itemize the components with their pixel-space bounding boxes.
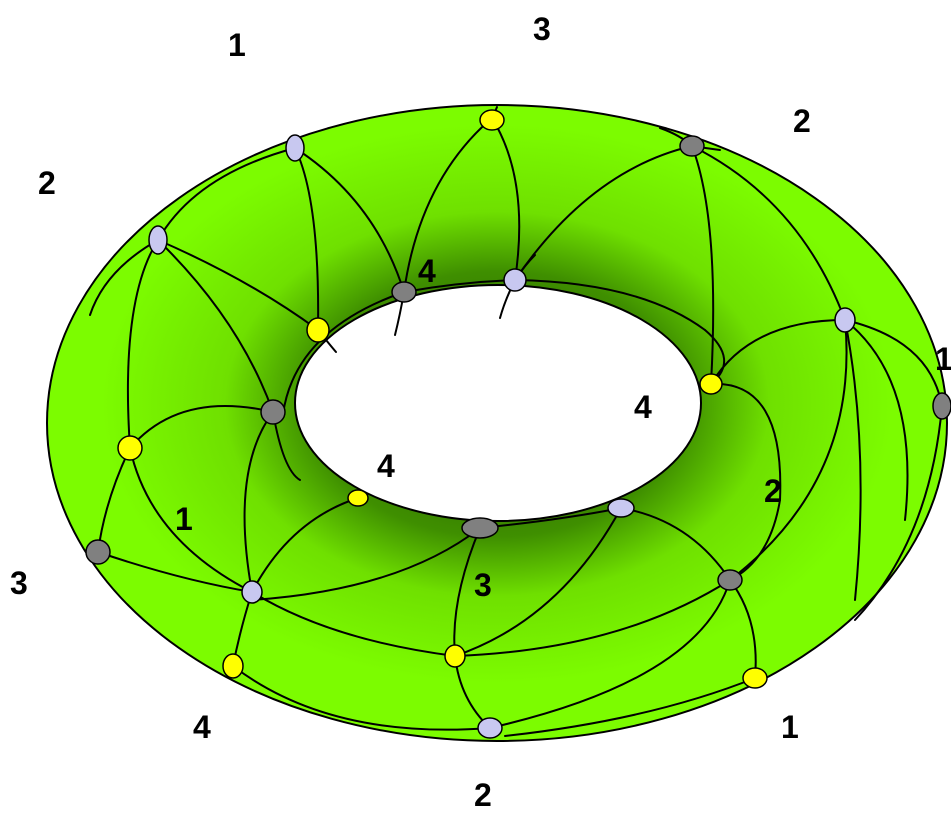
edge [491, 117, 521, 281]
label-outer-bottom-left: 4 [193, 709, 211, 745]
vertex-yellow [306, 317, 330, 343]
vertex-yellow [444, 644, 466, 668]
label-outer-left-upper: 2 [38, 165, 56, 201]
label-surface-left: 1 [175, 501, 193, 537]
edge [157, 239, 274, 413]
label-inner-right: 4 [634, 389, 652, 425]
vertex-yellow [222, 653, 244, 679]
label-outer-left-lower: 3 [10, 565, 28, 601]
region-labels: 1 3 2 2 1 3 4 1 2 4 4 4 1 2 3 [10, 11, 951, 813]
vertex-lavender [834, 307, 856, 333]
edge [691, 145, 715, 385]
edge [710, 382, 782, 501]
vertex-gray [391, 281, 417, 303]
vertex-gray [717, 569, 743, 591]
vertex-lavender [503, 268, 527, 292]
edge [251, 497, 359, 593]
edge [232, 665, 491, 731]
vertex-gray [260, 399, 286, 425]
edge [126, 239, 159, 449]
edge [129, 447, 253, 593]
edge [489, 579, 731, 729]
label-outer-top-right: 2 [793, 103, 811, 139]
label-outer-top: 3 [533, 11, 551, 47]
edge [710, 319, 846, 385]
vertex-gray [679, 135, 705, 157]
vertices [85, 109, 951, 739]
vertex-lavender [241, 580, 263, 604]
vertex-lavender [477, 717, 503, 739]
edge [243, 411, 274, 593]
label-surface-bottom: 3 [474, 567, 492, 603]
label-outer-top-left: 1 [228, 27, 246, 63]
edge [251, 591, 456, 657]
edge [453, 527, 481, 657]
vertex-lavender [285, 134, 305, 162]
edge [844, 319, 862, 601]
edge [454, 507, 622, 657]
edge-network [89, 106, 943, 737]
edge [729, 319, 848, 581]
edge [454, 579, 731, 657]
edge [129, 405, 274, 449]
edge [403, 117, 493, 293]
label-outer-bottom: 2 [474, 777, 492, 813]
vertex-yellow [117, 435, 143, 461]
label-inner-top: 4 [418, 253, 436, 289]
edge [844, 319, 943, 407]
label-surface-right: 2 [764, 473, 782, 509]
edge [251, 527, 481, 601]
label-inner-left: 4 [377, 448, 395, 484]
torus-hole [294, 284, 702, 522]
edge [844, 319, 909, 521]
edge [157, 239, 319, 331]
vertex-yellow [742, 667, 768, 689]
vertex-lavender [148, 225, 168, 255]
vertex-yellow [479, 109, 505, 131]
edge [294, 147, 405, 293]
edge [514, 279, 706, 331]
edge [294, 147, 320, 331]
torus-body [46, 104, 948, 742]
vertex-gray [932, 392, 951, 420]
edge [854, 405, 943, 621]
vertex-gray [461, 517, 499, 539]
vertex-yellow [347, 489, 369, 507]
vertex-yellow [699, 373, 723, 395]
edge [620, 507, 731, 581]
label-outer-right: 1 [935, 341, 951, 377]
edge [691, 145, 846, 321]
vertex-lavender [607, 498, 635, 518]
edge [89, 239, 159, 316]
vertex-gray [85, 539, 111, 565]
edge [97, 551, 253, 593]
label-outer-bottom-right: 1 [781, 709, 799, 745]
edge [504, 677, 756, 737]
edge [514, 145, 693, 281]
edge [157, 147, 296, 241]
